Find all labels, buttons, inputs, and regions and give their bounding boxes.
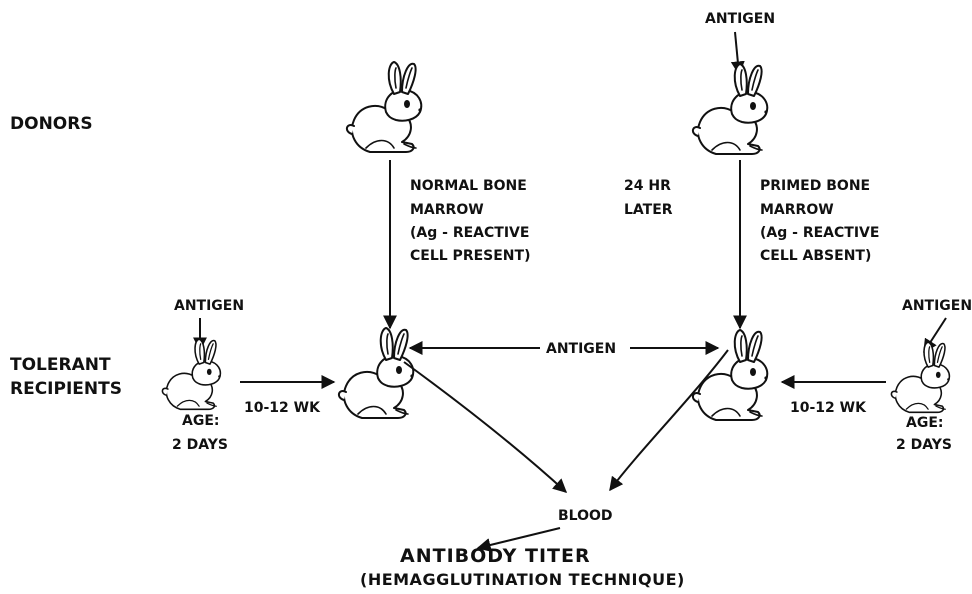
hemagglutination-label: (HEMAGGLUTINATION TECHNIQUE)	[360, 570, 685, 589]
donors-label: DONORS	[10, 114, 93, 134]
right-infant-age-value: 2 DAYS	[896, 437, 952, 453]
antibody-titer-label: ANTIBODY TITER	[400, 545, 591, 567]
top-antigen-label: ANTIGEN	[705, 11, 775, 27]
left-infant-age-label: AGE:	[182, 413, 220, 429]
normal-marrow-line1: NORMAL BONE	[410, 178, 527, 194]
left-infant-rabbit-icon	[162, 339, 220, 409]
right-interval-label: 10-12 WK	[790, 400, 867, 416]
right-infant-rabbit-icon	[891, 342, 949, 412]
primed-marrow-line2: MARROW	[760, 202, 834, 218]
primed-marrow-line4: CELL ABSENT)	[760, 248, 871, 264]
left-infant-antigen-label: ANTIGEN	[174, 298, 244, 314]
normal-marrow-line4: CELL PRESENT)	[410, 248, 530, 264]
left-interval-label: 10-12 WK	[244, 400, 321, 416]
tolerant-label: TOLERANT	[10, 355, 111, 375]
primed-marrow-line3: (Ag - REACTIVE	[760, 225, 879, 241]
normal-marrow-line3: (Ag - REACTIVE	[410, 225, 529, 241]
right-infant-antigen-label: ANTIGEN	[902, 298, 972, 314]
right-blood-curve	[610, 350, 728, 490]
middle-antigen-label: ANTIGEN	[546, 341, 616, 357]
normal-marrow-line2: MARROW	[410, 202, 484, 218]
right-infant-age-label: AGE:	[906, 415, 944, 431]
right-recipient-rabbit-icon	[693, 330, 768, 420]
normal-donor-rabbit-icon	[347, 62, 422, 152]
later-line2: LATER	[624, 202, 673, 218]
blood-label: BLOOD	[558, 508, 613, 524]
primed-marrow-line1: PRIMED BONE	[760, 178, 870, 194]
left-recipient-rabbit-icon	[339, 328, 414, 418]
left-blood-curve	[404, 362, 566, 492]
later-line1: 24 HR	[624, 178, 671, 194]
left-infant-age-value: 2 DAYS	[172, 437, 228, 453]
primed-donor-rabbit-icon	[693, 64, 768, 154]
recipients-label: RECIPIENTS	[10, 379, 122, 399]
